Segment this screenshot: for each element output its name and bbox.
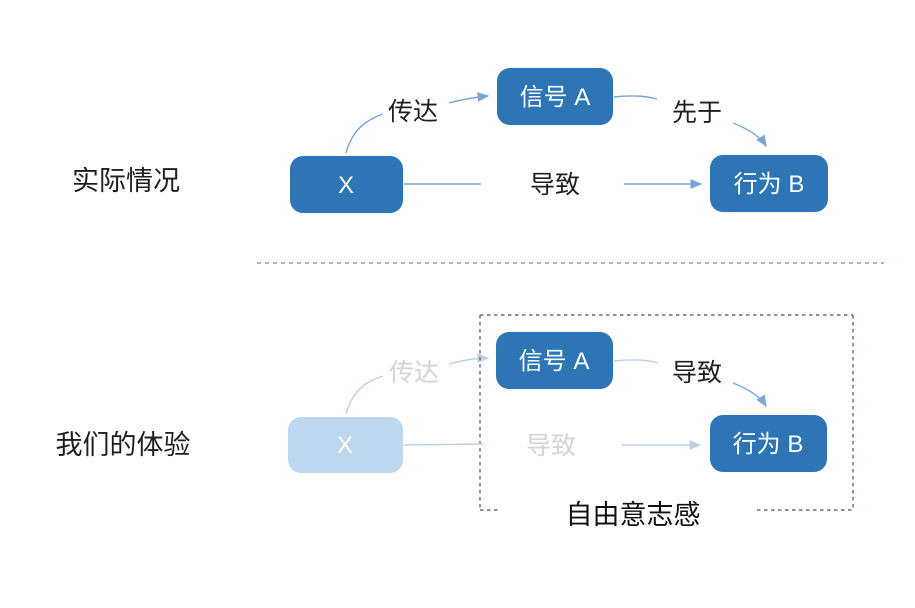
row-actual-label: 实际情况 (72, 166, 180, 196)
edge-cause-label: 导致 (530, 171, 580, 199)
frame-caption: 自由意志感 (566, 500, 701, 530)
edge-cause-label-faded: 导致 (526, 432, 576, 460)
node-behavior-actual-label: 行为 B (734, 171, 805, 198)
edge-convey-arrow-faded (448, 353, 490, 365)
node-signal-experience-label: 信号 A (519, 348, 590, 375)
edge-convey-label-faded: 传达 (389, 359, 439, 387)
node-behavior-experience-label: 行为 B (733, 431, 804, 458)
edge-precede-label: 先于 (672, 99, 722, 127)
node-signal-actual-label: 信号 A (520, 84, 591, 111)
node-signal-actual (497, 68, 613, 125)
node-x-actual-label: X (338, 172, 354, 199)
edge-precede-arrow (732, 122, 767, 148)
row-actual: 实际情况 传达 X 信号 A 先于 导致 行为 B (72, 68, 828, 213)
edge-precede-line (613, 95, 658, 100)
node-x-experience (288, 417, 403, 473)
edge-cause-line-left-faded (403, 443, 484, 446)
row-experience: 我们的体验 传达 X 信号 A 导致 (56, 314, 854, 530)
node-behavior-experience (710, 415, 827, 472)
edge-cause-signal-label: 导致 (672, 359, 722, 387)
node-behavior-actual (710, 155, 828, 212)
node-x-experience-label: X (337, 432, 353, 459)
row-experience-label: 我们的体验 (56, 430, 191, 460)
edge-cause-signal-line (613, 359, 659, 364)
edge-convey-arrow (448, 92, 490, 104)
edge-cause-signal-arrow (732, 382, 767, 408)
node-x-actual (290, 156, 403, 213)
edge-convey-curve-faded (345, 375, 384, 415)
edge-convey-label: 传达 (388, 98, 438, 126)
edge-convey-curve (345, 113, 384, 154)
node-signal-experience (496, 332, 613, 389)
